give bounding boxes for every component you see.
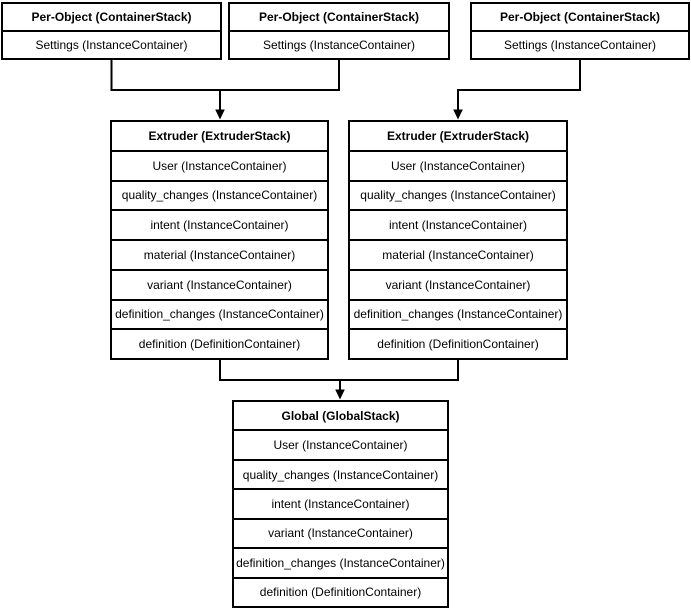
container-row: definition (DefinitionContainer) <box>112 328 327 358</box>
container-row: User (InstanceContainer) <box>350 149 566 180</box>
container-row: variant (InstanceContainer) <box>234 517 447 547</box>
container-row: definition (DefinitionContainer) <box>234 576 447 606</box>
node-per-object-stack-2: Per-Object (ContainerStack) Settings (In… <box>228 2 450 60</box>
node-title: Extruder (ExtruderStack) <box>386 128 530 143</box>
container-row: intent (InstanceContainer) <box>350 209 566 239</box>
container-row: quality_changes (InstanceContainer) <box>234 458 447 488</box>
arrowhead-extruder-left <box>215 109 225 120</box>
node-title: Extruder (ExtruderStack) <box>148 128 291 143</box>
arrowhead-extruder-right <box>453 109 463 120</box>
container-row: quality_changes (InstanceContainer) <box>112 179 327 210</box>
connector-per-object-3-to-extruder-right <box>457 60 581 111</box>
container-row: User (InstanceContainer) <box>234 429 447 458</box>
node-per-object-stack-1: Per-Object (ContainerStack) Settings (In… <box>1 2 222 60</box>
container-row: variant (InstanceContainer) <box>350 268 566 299</box>
container-row: definition (DefinitionContainer) <box>350 328 566 358</box>
container-row: User (InstanceContainer) <box>112 149 327 180</box>
node-per-object-stack-3: Per-Object (ContainerStack) Settings (In… <box>470 2 690 60</box>
node-title: Per-Object (ContainerStack) <box>31 10 192 24</box>
container-row: material (InstanceContainer) <box>112 239 327 269</box>
container-row: variant (InstanceContainer) <box>112 268 327 299</box>
container-row: Settings (InstanceContainer) <box>472 30 688 58</box>
arrowhead-global <box>335 389 345 400</box>
node-extruder-stack-left: Extruder (ExtruderStack) User (InstanceC… <box>110 120 329 360</box>
node-global-stack: Global (GlobalStack) User (InstanceConta… <box>232 400 449 608</box>
node-title: Global (GlobalStack) <box>281 408 400 423</box>
container-row: Settings (InstanceContainer) <box>3 30 220 58</box>
container-row: Settings (InstanceContainer) <box>230 30 448 58</box>
container-row: definition_changes (InstanceContainer) <box>234 547 447 576</box>
container-row: quality_changes (InstanceContainer) <box>350 179 566 210</box>
connector-extruders-merge <box>219 360 459 381</box>
container-row: definition_changes (InstanceContainer) <box>350 298 566 329</box>
container-row: definition_changes (InstanceContainer) <box>112 298 327 329</box>
container-row: intent (InstanceContainer) <box>112 209 327 239</box>
container-row: intent (InstanceContainer) <box>234 488 447 517</box>
connector-per-object-1-2-merge <box>110 60 340 91</box>
node-extruder-stack-right: Extruder (ExtruderStack) User (InstanceC… <box>348 120 568 360</box>
container-row: material (InstanceContainer) <box>350 239 566 269</box>
node-title: Per-Object (ContainerStack) <box>499 10 661 24</box>
node-title: Per-Object (ContainerStack) <box>258 10 420 24</box>
